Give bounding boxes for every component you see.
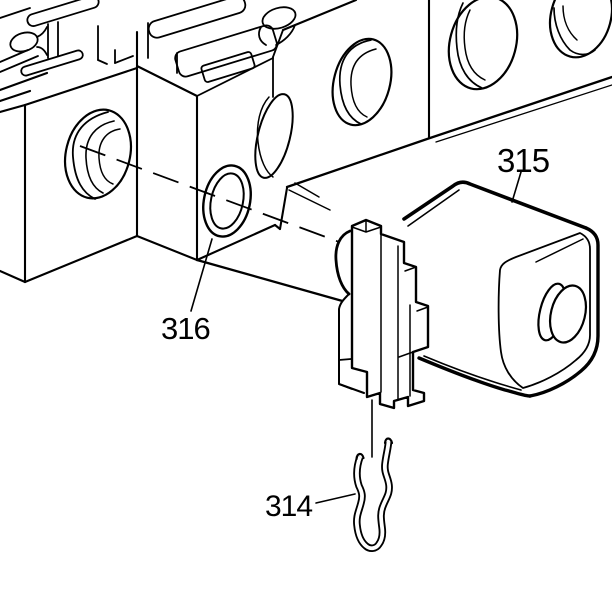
block-bores: [63, 0, 612, 238]
top-long-slot: [147, 0, 247, 39]
retainer-clip: [353, 399, 394, 552]
bracket-step-line: [404, 266, 417, 272]
callout-316-label: 316: [161, 311, 210, 346]
bracket-step-line: [351, 226, 382, 233]
right-face-bore-outline: [548, 0, 612, 59]
tall-bore-wall-arc: [256, 96, 274, 178]
right-face-bore-arc: [562, 5, 578, 41]
right-face-bore-arc: [338, 39, 372, 125]
top-blend-curve: [258, 26, 267, 46]
solenoid-coil-end-arc: [334, 229, 352, 296]
top-step-edge: [196, 57, 274, 97]
right-face-bore-outline: [331, 37, 393, 127]
bracket-step-line: [416, 306, 429, 312]
top-slot: [26, 0, 100, 27]
solenoid-bracket-outline: [350, 218, 430, 410]
assembly-centerline-dashed: [79, 145, 351, 247]
block-edge: [278, 186, 289, 231]
solenoid-left-lower-edge: [338, 293, 350, 360]
top-blend-curve: [36, 26, 48, 38]
block-edge: [0, 103, 27, 114]
top-terrace-line: [0, 7, 31, 19]
top-step-edge: [272, 29, 284, 58]
block-structural-edges: [0, 0, 612, 304]
bracket-step-line: [398, 351, 414, 358]
valve-body-block: [0, 0, 612, 304]
block-mid-column-face: [137, 66, 197, 260]
solenoid-bottom-inner-edge: [423, 355, 522, 391]
solenoid: [334, 180, 600, 410]
top-terrace-line: [0, 49, 29, 63]
block-ledge-edge: [195, 258, 348, 304]
block-edge: [23, 66, 139, 107]
clip-outline-inner: [354, 441, 392, 551]
solenoid-bracket-step-lines: [351, 220, 429, 401]
solenoid-top-edge: [402, 180, 588, 230]
clip-tip-cap: [355, 452, 365, 461]
clip-tip-cap: [383, 437, 394, 445]
block-edge: [135, 234, 199, 262]
callout-314-leader-line: [315, 493, 356, 504]
callout-315-leader-line: [511, 171, 522, 203]
block-corner-line: [294, 182, 320, 198]
callout-315-label: 315: [497, 142, 549, 179]
callout-314-label: 314: [265, 490, 312, 523]
solenoid-boss-front: [548, 284, 588, 344]
callouts: 315 316 314: [161, 142, 550, 523]
top-blend-curve: [36, 46, 48, 56]
right-face-bore-arc: [350, 48, 377, 118]
solenoid-endcap-rim: [497, 232, 591, 389]
callout-316-leader-line: [190, 238, 213, 312]
block-edge: [0, 269, 27, 284]
block-edge: [0, 71, 49, 92]
solenoid-highlight-line: [535, 238, 584, 263]
top-terrace-line: [0, 55, 39, 73]
top-bolt-hole: [261, 6, 297, 30]
solenoid-foot-notch-line: [338, 358, 352, 361]
right-face-bore-arc: [455, 2, 483, 89]
block-edge: [195, 223, 277, 262]
top-step-edge: [97, 59, 108, 65]
block-edge: [0, 89, 32, 103]
solenoid-bottom-edge: [417, 356, 532, 398]
right-face-bore-arc: [553, 7, 596, 56]
left-bore-wall-arc: [98, 128, 121, 185]
block-bottom-edge: [285, 75, 612, 189]
right-face-bore-arc: [463, 9, 486, 81]
left-bore-wall-arc: [85, 120, 115, 194]
solenoid-foot-notch-line: [338, 383, 353, 390]
tall-bore-outline: [254, 93, 294, 179]
solenoid-top-inner-edge: [407, 189, 460, 227]
top-step-edge: [114, 55, 134, 64]
block-corner-line: [288, 189, 331, 211]
block-edge: [135, 64, 199, 98]
solenoid-bore-ring-inner: [209, 172, 245, 230]
top-slot: [20, 49, 84, 77]
top-recess-inner: [200, 51, 256, 83]
block-top-machined-details: [0, 0, 297, 98]
block-edge: [23, 234, 139, 284]
block-edge: [281, 0, 358, 32]
left-bore-wall-arc: [72, 111, 109, 200]
solenoid-endcap-outer-edge: [528, 226, 600, 398]
block-bottom-edge-thin: [435, 84, 612, 143]
block-left-sliver-face: [0, 105, 25, 282]
